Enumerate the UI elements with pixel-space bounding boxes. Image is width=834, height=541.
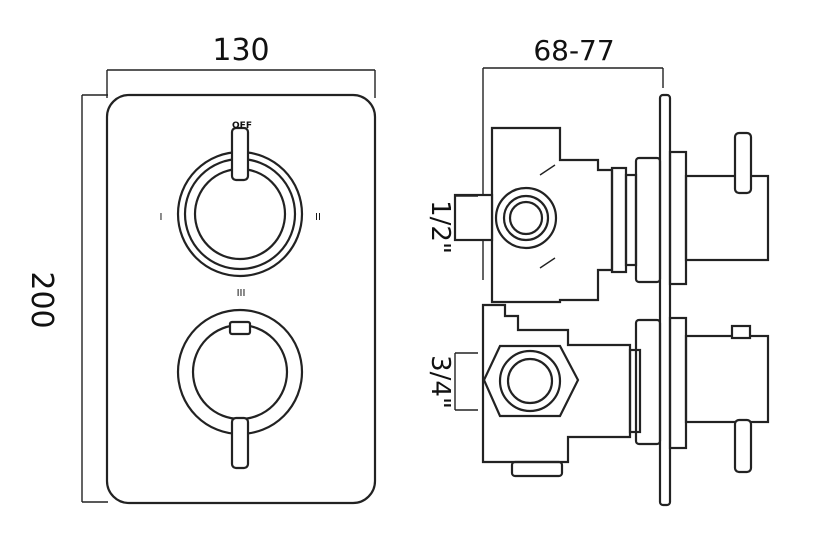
- height-label: 200: [24, 271, 59, 328]
- height-dimension: 200: [24, 94, 108, 503]
- width-label: 130: [212, 33, 269, 68]
- width-dimension: 130: [106, 33, 376, 98]
- side-view: 68-77 1/2": [425, 34, 770, 507]
- dial-mark-i: I: [160, 212, 163, 223]
- top-valve-body: [453, 126, 770, 304]
- top-inlet-dimension: 1/2": [425, 195, 478, 254]
- depth-dimension: 68-77: [482, 34, 664, 280]
- bottom-inlet-dimension: 3/4": [425, 352, 478, 411]
- top-inlet-label: 1/2": [425, 200, 455, 254]
- bottom-valve-body: [481, 303, 770, 478]
- dial-mark-ii: II: [315, 212, 321, 223]
- dial-mark-off: OFF: [232, 121, 252, 131]
- dial-mark-iii: III: [237, 288, 246, 299]
- bottom-inlet-label: 3/4": [425, 355, 455, 409]
- front-view: 130 200 OFF I II III: [24, 33, 377, 505]
- depth-label: 68-77: [533, 34, 614, 67]
- faceplate: [105, 93, 377, 505]
- bottom-dial: [176, 308, 304, 470]
- top-dial: OFF I II III: [160, 121, 321, 299]
- wall-plate: [658, 93, 672, 507]
